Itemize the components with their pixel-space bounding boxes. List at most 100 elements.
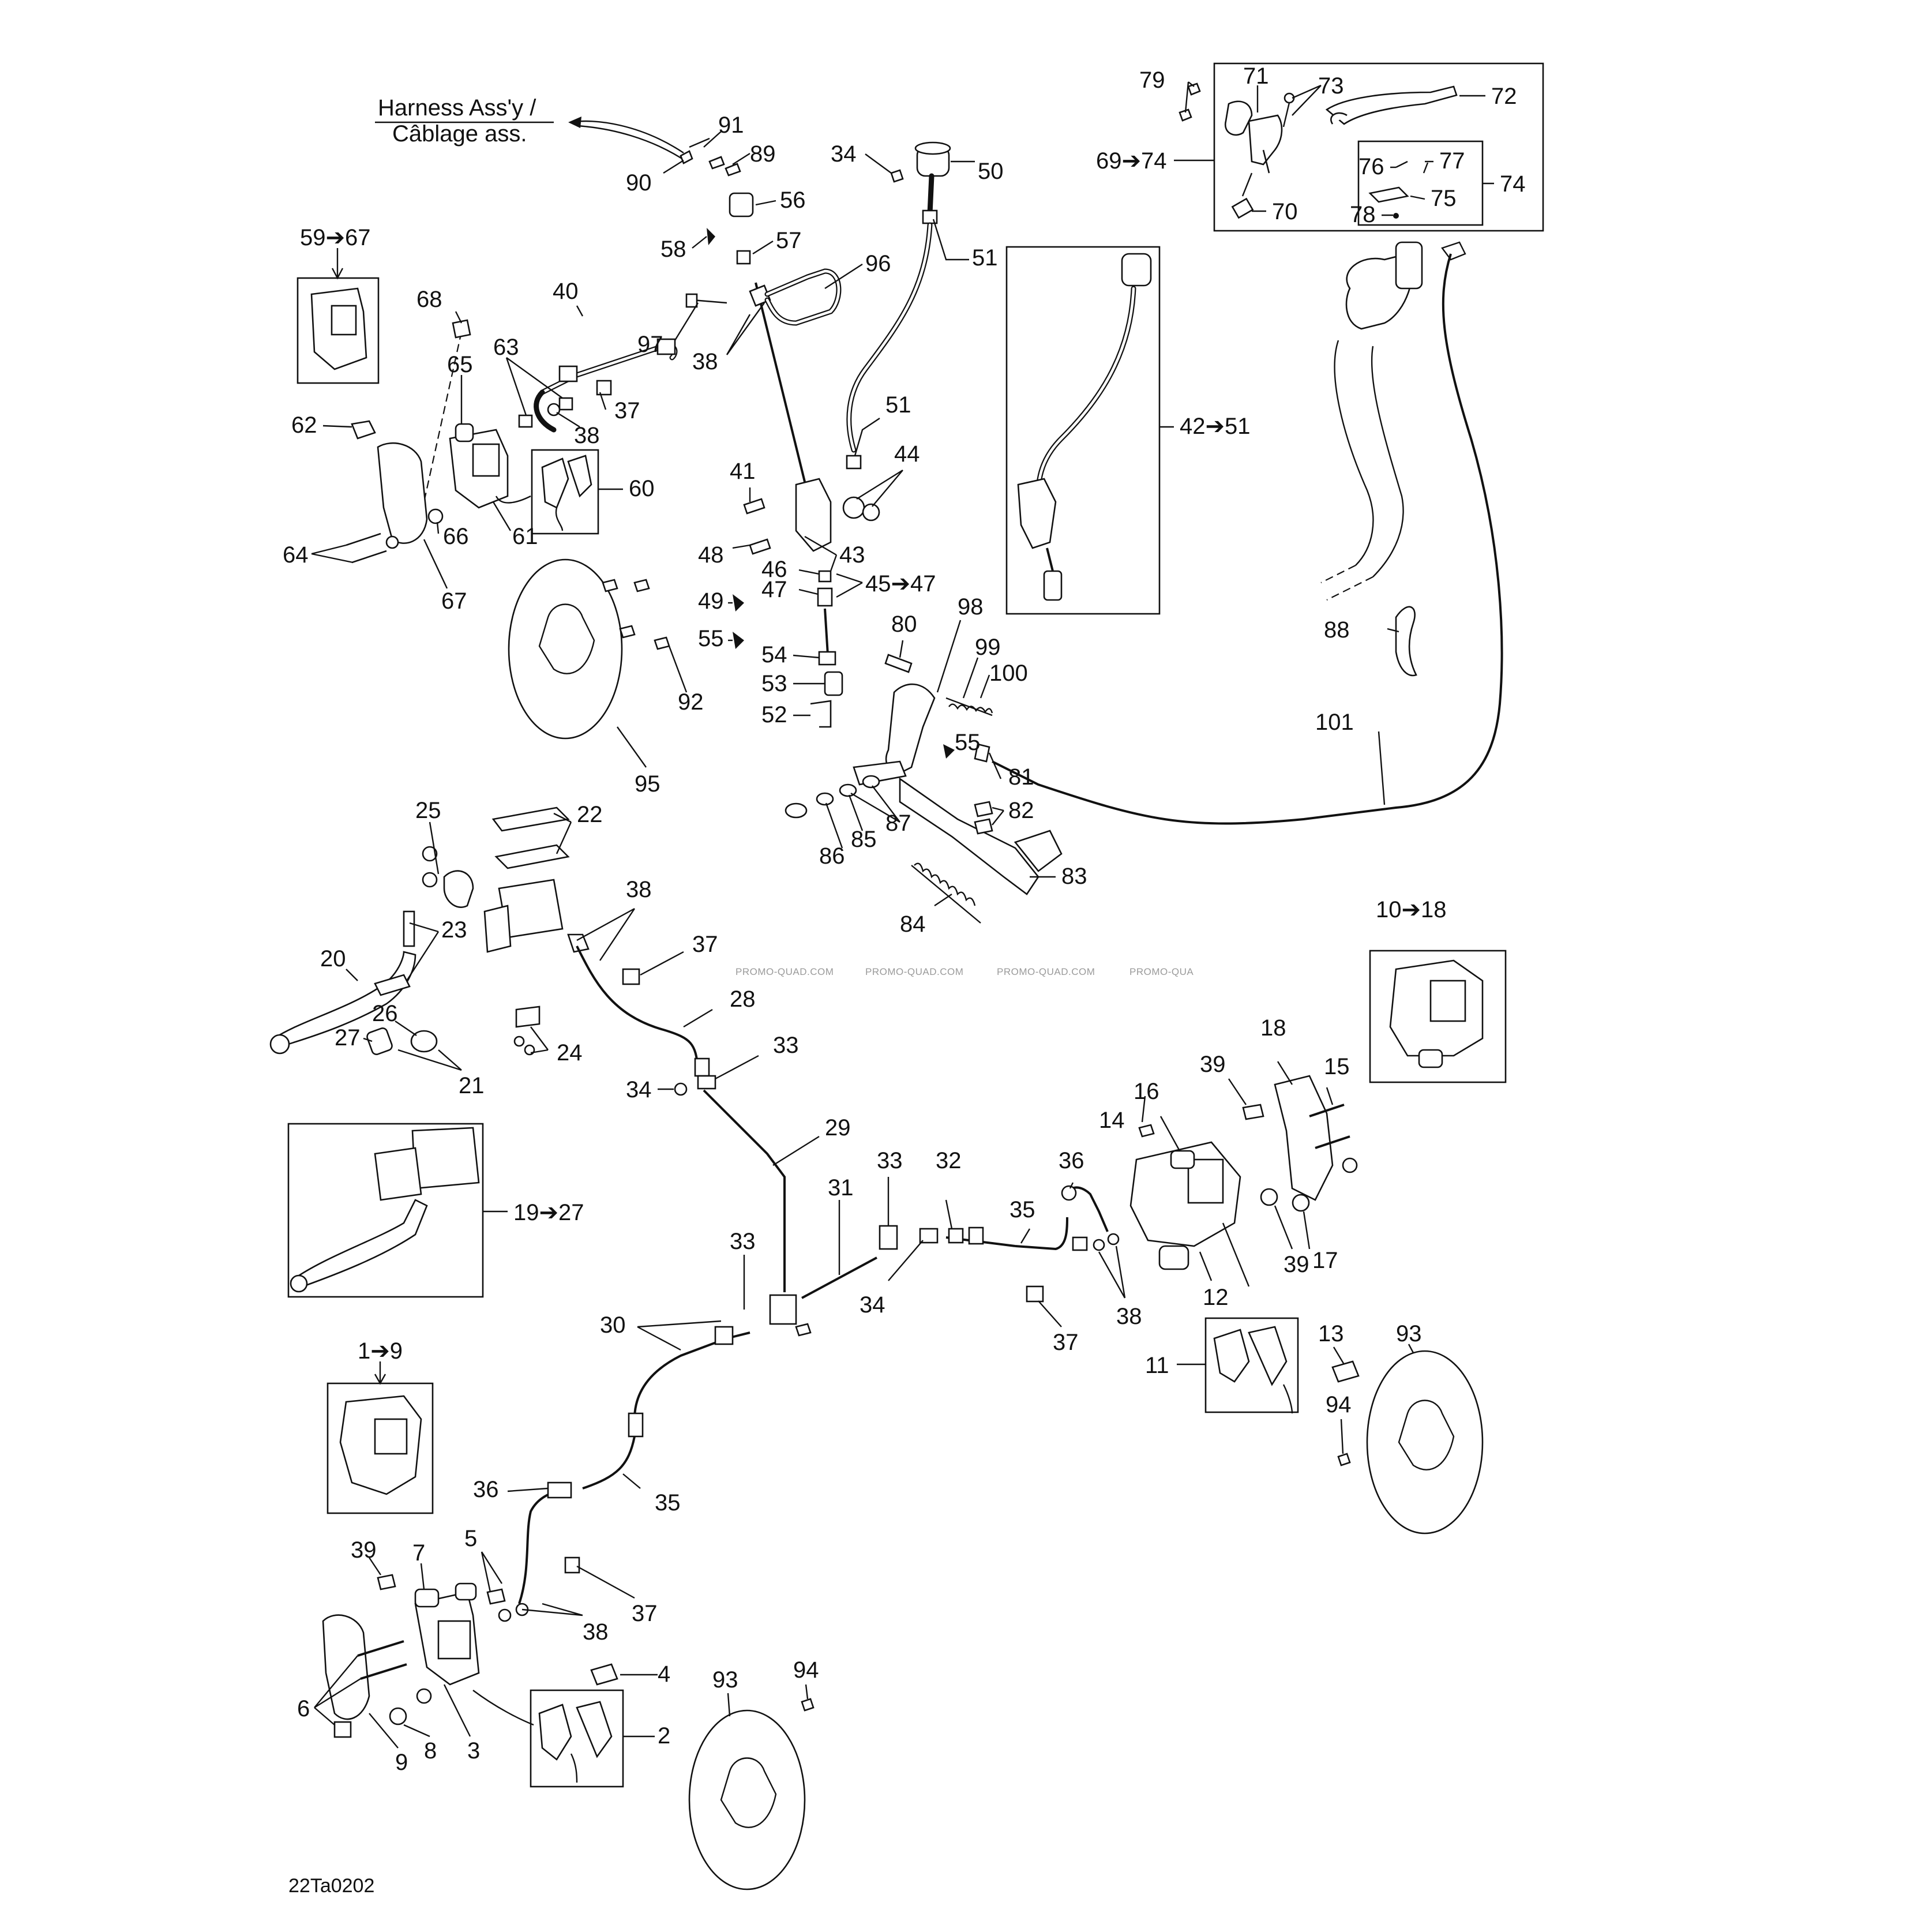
leader-21 [397, 1049, 462, 1071]
hose-96-inner [765, 269, 840, 325]
callout-19-27: 19➔27 [513, 1200, 584, 1225]
leader-28 [683, 1008, 713, 1028]
callout-89: 89 [750, 141, 776, 167]
callout-77: 77 [1439, 148, 1465, 174]
callout-44: 44 [894, 441, 920, 467]
callout-93-l: 93 [712, 1667, 738, 1693]
pads-2-leader-shape [472, 1690, 534, 1726]
callout-69-74: 69➔74 [1096, 148, 1167, 174]
leader-26 [395, 1021, 417, 1036]
bolt-94-l [801, 1698, 815, 1712]
switch-56 [729, 192, 754, 217]
callout-94-l: 94 [793, 1657, 819, 1683]
callout-50: 50 [978, 159, 1004, 184]
callout-54: 54 [761, 642, 787, 667]
leader-5 [481, 1551, 503, 1593]
caliper-icon-10-pin [1418, 1049, 1443, 1068]
callout-28: 28 [730, 986, 756, 1012]
callout-81: 81 [1008, 764, 1034, 790]
callout-58: 58 [660, 237, 686, 262]
leader-45 [836, 573, 863, 598]
leader-84 [934, 894, 952, 906]
oring-26 [410, 1030, 438, 1053]
ball-78 [1393, 213, 1399, 219]
callout-70: 70 [1272, 199, 1298, 224]
callout-35-r: 35 [1009, 1197, 1035, 1222]
pad-2a [538, 1704, 572, 1761]
leader-38-top [726, 302, 765, 355]
leader-47 [798, 588, 819, 595]
bolt-81 [974, 743, 990, 763]
washer-38-l [498, 1608, 512, 1622]
callout-76: 76 [1358, 154, 1384, 179]
screw-25a [422, 846, 438, 862]
line-29 [703, 1089, 786, 1292]
callout-82: 82 [1008, 798, 1034, 823]
pin-15a [1309, 1104, 1345, 1117]
callout-37-front: 37 [692, 932, 718, 957]
leader-17 [1303, 1211, 1311, 1250]
drawing-code: 22Ta0202 [288, 1875, 374, 1897]
leader-56 [755, 200, 776, 206]
handlebar-tube-a [1334, 340, 1374, 566]
washer-85 [816, 792, 834, 806]
leader-85 [848, 794, 864, 831]
pin-64a [346, 532, 381, 546]
bushing-87b [862, 775, 880, 789]
disc-93-l-hub [720, 1757, 777, 1828]
bolt-92a [602, 579, 618, 592]
leader-34-top [865, 153, 892, 174]
callout-67: 67 [441, 588, 467, 614]
leader-32 [945, 1199, 953, 1229]
hose-36-l [518, 1487, 572, 1604]
callout-34-block: 34 [860, 1292, 885, 1318]
callout-38-top-left: 38 [574, 423, 600, 448]
callout-55-pedal: 55 [955, 730, 981, 755]
bolt-23 [403, 910, 415, 947]
caliper-12-window [1187, 1158, 1224, 1204]
callout-7: 7 [412, 1540, 425, 1566]
piston-7 [414, 1588, 440, 1608]
rear-master-cylinder-group [680, 137, 951, 728]
leader-66 [436, 522, 440, 534]
callout-36-l: 36 [473, 1477, 499, 1502]
fitting-32a [948, 1228, 964, 1244]
bolt-97-head [685, 293, 698, 308]
hose-51-short [927, 173, 935, 216]
caliper-icon-pad [331, 305, 357, 336]
handlebar-phantom-b [1326, 576, 1373, 601]
mc-box-lever [290, 1199, 428, 1288]
leader-33a [715, 1055, 759, 1080]
callout-22: 22 [577, 802, 603, 827]
screw-34-mid [674, 1082, 688, 1096]
grip-end [1395, 241, 1423, 290]
callout-18: 18 [1260, 1015, 1286, 1041]
leader-48 [732, 544, 750, 549]
callout-78: 78 [1350, 202, 1376, 227]
leader-46 [798, 569, 820, 575]
piston-16 [1170, 1150, 1195, 1169]
harness-arrow-line [571, 120, 684, 153]
leader-35-r [1020, 1228, 1031, 1244]
callout-26: 26 [372, 1001, 398, 1026]
leader-38-l [521, 1603, 583, 1616]
callout-63: 63 [493, 335, 519, 360]
bolt-37-r [1026, 1285, 1044, 1303]
fitting-57 [736, 250, 751, 265]
leader-82 [992, 806, 1004, 826]
bolt-48 [749, 538, 771, 555]
switch-70 [1231, 197, 1254, 219]
leader-39-r2 [1274, 1205, 1293, 1250]
piston-7b [455, 1582, 477, 1601]
pad-2b [576, 1701, 613, 1758]
bracket-25 [443, 870, 474, 908]
leader-62 [322, 425, 352, 428]
harness-label-fr: Câblage ass. [392, 121, 527, 147]
washer-38-r2 [1107, 1233, 1120, 1246]
callout-37-top: 37 [614, 398, 640, 423]
washer-58 [707, 228, 715, 245]
callout-90: 90 [626, 170, 652, 196]
fitting-36-l [547, 1481, 572, 1499]
callout-85: 85 [851, 827, 877, 852]
callout-48: 48 [698, 542, 724, 568]
